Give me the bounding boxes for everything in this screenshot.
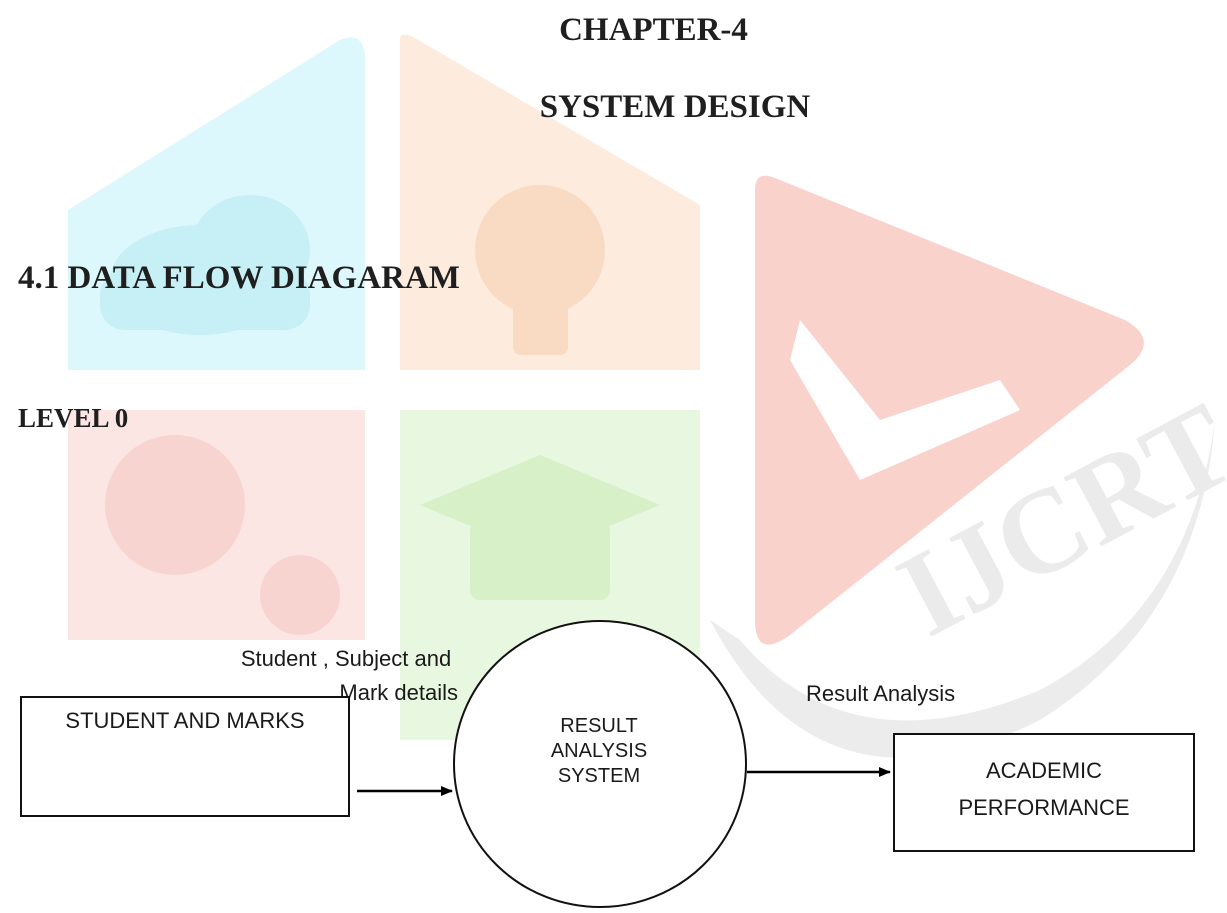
watermark-book-icon	[790, 320, 1020, 480]
input-flow-label-line2: Mark details	[339, 680, 458, 705]
output-flow-label: Result Analysis	[806, 681, 956, 706]
section-heading: 4.1 DATA FLOW DIAGARAM	[18, 260, 460, 296]
process-label-line1: RESULT	[560, 715, 638, 737]
input-flow-label-line1: Student , Subject and	[240, 646, 452, 671]
chapter-heading: CHAPTER-4	[559, 12, 748, 48]
sink-entity-box: ACADEMIC PERFORMANCE	[893, 733, 1195, 852]
sink-entity-label-line2: PERFORMANCE	[958, 795, 1130, 820]
watermark-cloud-icon	[100, 195, 310, 335]
process-label-line2: ANALYSIS	[550, 740, 648, 762]
watermark-bulb-icon	[475, 185, 605, 355]
process-label-line3: SYSTEM	[557, 765, 641, 787]
source-entity-box: STUDENT AND MARKS	[20, 696, 350, 817]
watermark-swoosh	[710, 420, 1215, 758]
sink-entity-label-line1: ACADEMIC	[985, 758, 1103, 783]
chapter-title: SYSTEM DESIGN	[539, 89, 811, 125]
process-label: RESULT ANALYSIS SYSTEM	[513, 714, 685, 789]
source-entity-label: STUDENT AND MARKS	[65, 708, 305, 733]
level-heading: LEVEL 0	[18, 403, 129, 433]
watermark-gear-icon	[105, 435, 340, 635]
watermark-cap-icon	[420, 455, 660, 600]
